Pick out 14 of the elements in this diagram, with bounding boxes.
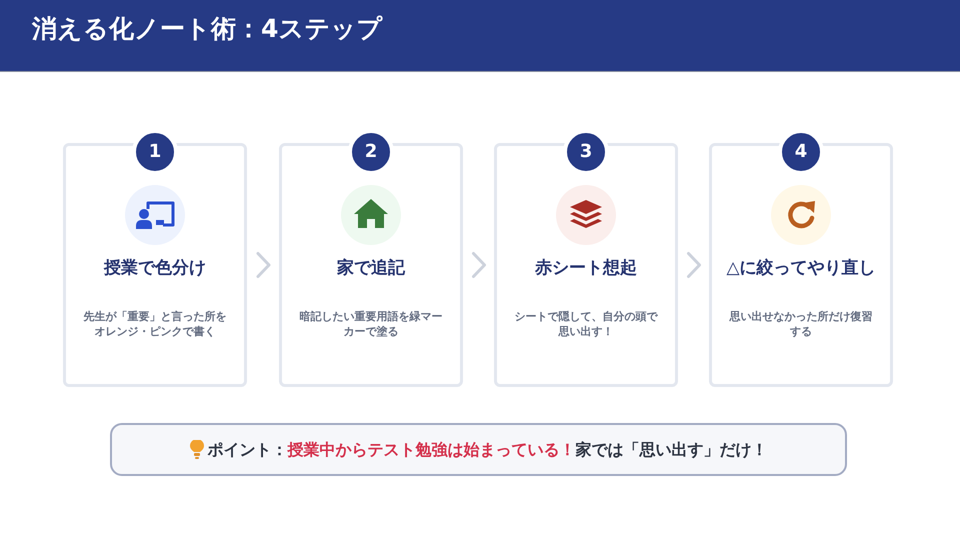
title: 消える化ノート術：4ステップ [32,13,382,45]
tip-box [110,423,847,476]
step-description: 先生が「重要」と言った所をオレンジ・ピンクで書く [82,309,228,339]
step-heading: △に絞ってやり直し [725,257,877,280]
chevron-arrow [472,252,486,278]
tip-text: ポイント：授業中からテスト勉強は始まっている！家では「思い出す」だけ！ [208,438,768,460]
step-heading: 赤シート想起 [534,257,638,280]
step-description: 暗記したい重要用語を緑マーカーで塗る [298,309,444,339]
step-heading: 家で追記 [336,257,406,280]
step-heading: 授業で色分け [102,257,207,280]
chevron-arrow [687,252,701,278]
chevron-arrow [256,252,270,278]
step-description: 思い出せなかった所だけ復習する [728,309,874,339]
step-description: シートで隠して、自分の頭で思い出す！ [514,309,659,339]
